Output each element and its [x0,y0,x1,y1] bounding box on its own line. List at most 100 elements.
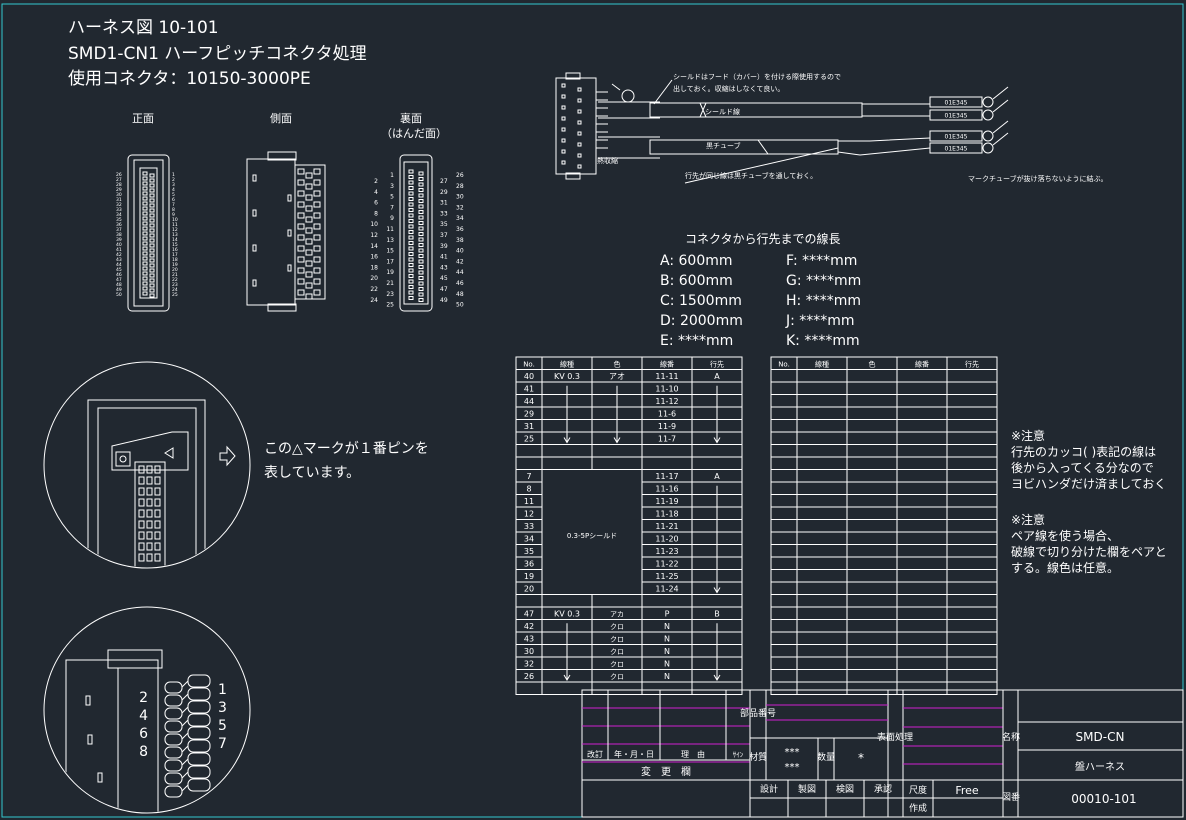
marker-note: マークチューブが抜け落ちないように結ぶ。 [968,174,1107,183]
length-item: K: ****mm [786,333,860,349]
front-pin-number: 1 [172,172,175,178]
quantity-value: * [858,751,864,765]
table-header-cell: No. [523,361,535,369]
table-no-cell: 33 [524,522,534,531]
back-pin-number: 7 [390,204,394,211]
detail1-note-line2: 表しています。 [264,465,360,481]
table-no-cell: 7 [526,472,531,481]
length-item: J: ****mm [785,313,855,329]
lengths-title: コネクタから行先までの線長 [685,231,841,246]
back-pin-number: 46 [456,280,464,287]
table-wire-cell: P [665,610,670,619]
change-label: 変 更 欄 [641,765,691,778]
table-wire-cell: 11-22 [655,560,678,569]
length-item: A: 600mm [660,253,733,269]
scale-value: Free [955,784,979,797]
back-pin-number: 1 [390,172,394,179]
length-item: E: ****mm [660,333,733,349]
length-item: H: ****mm [786,293,861,309]
table-no-cell: 30 [524,647,534,656]
detail2-pin-label: 6 [139,726,148,742]
date-label: 年・月・日 [614,749,654,759]
back-pin-number: 38 [456,237,464,244]
back-pin-number: 33 [440,210,448,217]
view-front-label: 正面 [132,112,154,125]
back-pin-number: 35 [440,221,448,228]
front-pin-number: 5 [172,192,175,198]
table-no-cell: 36 [524,560,534,569]
table-no-cell: 41 [524,385,534,394]
back-pin-number: 3 [390,183,394,190]
table-type-cell: KV 0.3 [554,372,580,381]
back-pin-number: 40 [456,248,464,255]
design-label: 設計 [760,783,778,795]
front-pin-number: 27 [116,177,122,183]
table-dest-cell: A [714,372,720,381]
back-pin-number: 49 [440,297,448,304]
back-pin-number: 6 [374,200,378,207]
back-pin-number: 31 [440,200,448,207]
marker-tube-text: 01E345 [945,100,968,107]
revision-label: 改訂 [587,749,603,759]
table-header-cell: 行先 [965,360,979,369]
front-pin-number: 18 [172,257,178,263]
front-pin-number: 25 [172,292,178,298]
front-pin-number: 32 [116,202,122,208]
length-item: F: ****mm [786,253,857,269]
table-no-cell: 44 [524,397,534,406]
front-pin-number: 37 [116,227,122,233]
reason-label: 理 由 [681,749,705,759]
detail2-pin-label: 5 [218,718,227,734]
back-pin-number: 23 [386,291,394,298]
back-pin-number: 43 [440,264,448,271]
table-wire-cell: N [664,672,670,681]
back-pin-number: 25 [386,302,394,309]
table-wire-cell: N [664,635,670,644]
table-header-cell: 線番 [660,360,674,369]
back-pin-number: 12 [370,232,378,239]
back-pin-number: 13 [386,237,394,244]
front-pin-number: 13 [172,232,178,238]
back-pin-number: 26 [456,172,464,179]
sign-label: ｻｲﾝ [733,751,744,759]
front-pin-number: 17 [172,252,178,258]
table-header-cell: 線番 [915,360,929,369]
front-pin-number: 29 [116,187,122,193]
dest-note: 行先が同じ線は黒チューブを通しておく。 [685,171,817,180]
front-pin-number: 21 [172,272,178,278]
table-header-cell: 色 [869,360,876,369]
length-item: G: ****mm [786,273,861,289]
table-header-cell: No. [778,361,790,369]
back-pin-number: 45 [440,275,448,282]
front-pin-number: 35 [116,217,122,223]
table-wire-cell: 11-18 [655,510,678,519]
approve-label: 承認 [874,783,892,795]
front-pin-number: 3 [172,182,175,188]
back-pin-number: 41 [440,254,448,261]
table-wire-cell: 11-7 [658,435,676,444]
back-pin-number: 44 [456,269,464,276]
back-pin-number: 29 [440,189,448,196]
note-line: ヨビハンダだけ済ましておく [1011,476,1166,491]
back-pin-number: 22 [370,286,378,293]
material-value: *** [785,762,800,773]
note-line: 破線で切り分けた欄をペアと [1011,544,1167,559]
table-wire-cell: 11-11 [655,372,678,381]
front-pin-number: 38 [116,232,122,238]
table-wire-cell: N [664,660,670,669]
front-pin-number: 44 [116,262,122,268]
back-pin-number: 16 [370,254,378,261]
length-item: C: 1500mm [660,293,742,309]
table-no-cell: 32 [524,660,534,669]
table-wire-cell: 11-10 [655,385,678,394]
table-wire-cell: N [664,647,670,656]
front-pin-number: 12 [172,227,178,233]
shield-wire-label: シールド線 [705,107,740,116]
front-pin-number: 20 [172,267,178,273]
back-pin-number: 11 [386,226,394,233]
back-pin-number: 48 [456,291,464,298]
table-color-cell: アオ [609,372,625,381]
note-line: ※注意 [1011,428,1045,443]
drawing-number-value: 00010-101 [1071,792,1136,806]
